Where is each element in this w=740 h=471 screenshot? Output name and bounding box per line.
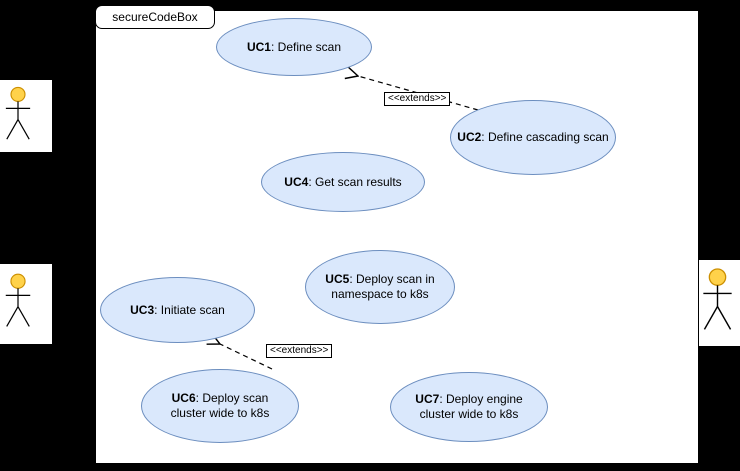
actor-icon xyxy=(5,273,31,327)
use-case-text: UC5: Deploy scan in namespace to k8s xyxy=(325,272,435,301)
use-case-uc1: UC1: Define scan xyxy=(216,18,372,76)
use-case-text: UC6: Deploy scan cluster wide to k8s xyxy=(170,391,270,420)
use-case-uc2: UC2: Define cascading scan xyxy=(450,100,616,175)
actor-background xyxy=(0,264,52,344)
use-case-text: UC4: Get scan results xyxy=(284,174,402,189)
use-case-text: UC7: Deploy engine cluster wide to k8s xyxy=(415,392,523,421)
use-case-text: UC3: Initiate scan xyxy=(130,302,225,317)
use-case-uc3: UC3: Initiate scan xyxy=(100,277,255,343)
use-case-uc5: UC5: Deploy scan in namespace to k8s xyxy=(305,250,455,324)
use-case-uc7: UC7: Deploy engine cluster wide to k8s xyxy=(390,372,548,442)
use-case-uc6: UC6: Deploy scan cluster wide to k8s xyxy=(141,369,299,443)
extends-label: <<extends>> xyxy=(384,92,451,106)
use-case-text: UC1: Define scan xyxy=(246,39,342,54)
actor-icon xyxy=(703,268,732,330)
actor-background xyxy=(0,80,52,152)
use-case-text: UC2: Define cascading scan xyxy=(457,130,609,144)
system-boundary-label: secureCodeBox xyxy=(95,5,215,29)
extends-label: <<extends>> xyxy=(266,344,333,358)
use-case-uc4: UC4: Get scan results xyxy=(261,152,425,212)
actor-icon xyxy=(5,86,31,140)
